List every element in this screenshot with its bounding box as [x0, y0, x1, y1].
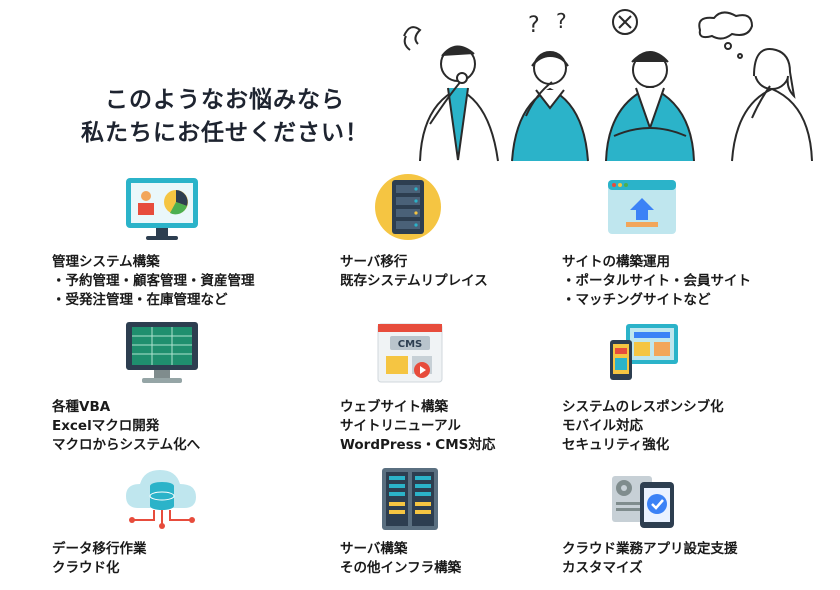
service-item-cms: ウェブサイト構築 サイトリニューアル WordPress・CMS対応 — [340, 399, 496, 453]
spreadsheet-monitor-icon — [126, 322, 198, 383]
service-item-data-migration: データ移行作業 クラウド化 — [52, 541, 147, 576]
headline-line-1: このようなお悩みなら — [105, 87, 345, 113]
management-system-icon — [126, 178, 198, 240]
confused-woman-icon: ? ? — [511, 9, 589, 162]
svg-text:?: ? — [556, 9, 567, 33]
headline: このようなお悩みなら 私たちにお任せください！ — [60, 84, 390, 150]
website-build-icon — [608, 180, 676, 234]
service-item-responsive: システムのレスポンシブ化 モバイル対応 セキュリティ強化 — [562, 399, 724, 453]
worried-woman-icon — [698, 11, 813, 162]
service-item-website-build: サイトの構築運用 ・ポータルサイト・会員サイト ・マッチングサイトなど — [562, 254, 751, 308]
headline-line-2: 私たちにお任せください！ — [81, 120, 369, 146]
service-item-cloud-app: クラウド業務アプリ設定支援 カスタマイズ — [562, 541, 738, 576]
service-item-management-system: 管理システム構築 ・予約管理・顧客管理・資産管理 ・受発注管理・在庫管理など — [52, 254, 255, 308]
server-migration-icon — [375, 174, 441, 240]
frustrated-man-icon — [605, 9, 695, 162]
cms-icon: CMS — [377, 323, 443, 383]
service-item-server-build: サーバ構築 その他インフラ構築 — [340, 541, 462, 576]
responsive-devices-icon — [610, 324, 678, 380]
worried-people-illustration: ? ? — [403, 9, 813, 162]
service-item-vba: 各種VBA Excelマクロ開発 マクロからシステム化へ — [52, 399, 201, 453]
svg-text:?: ? — [528, 13, 540, 38]
cloud-app-settings-icon — [612, 476, 674, 528]
thinking-man-icon — [403, 26, 499, 162]
cloud-database-icon — [126, 470, 196, 529]
server-rack-icon — [382, 468, 438, 530]
cms-label: CMS — [398, 339, 423, 350]
service-item-server-migration: サーバ移行 既存システムリプレイス — [340, 254, 488, 289]
